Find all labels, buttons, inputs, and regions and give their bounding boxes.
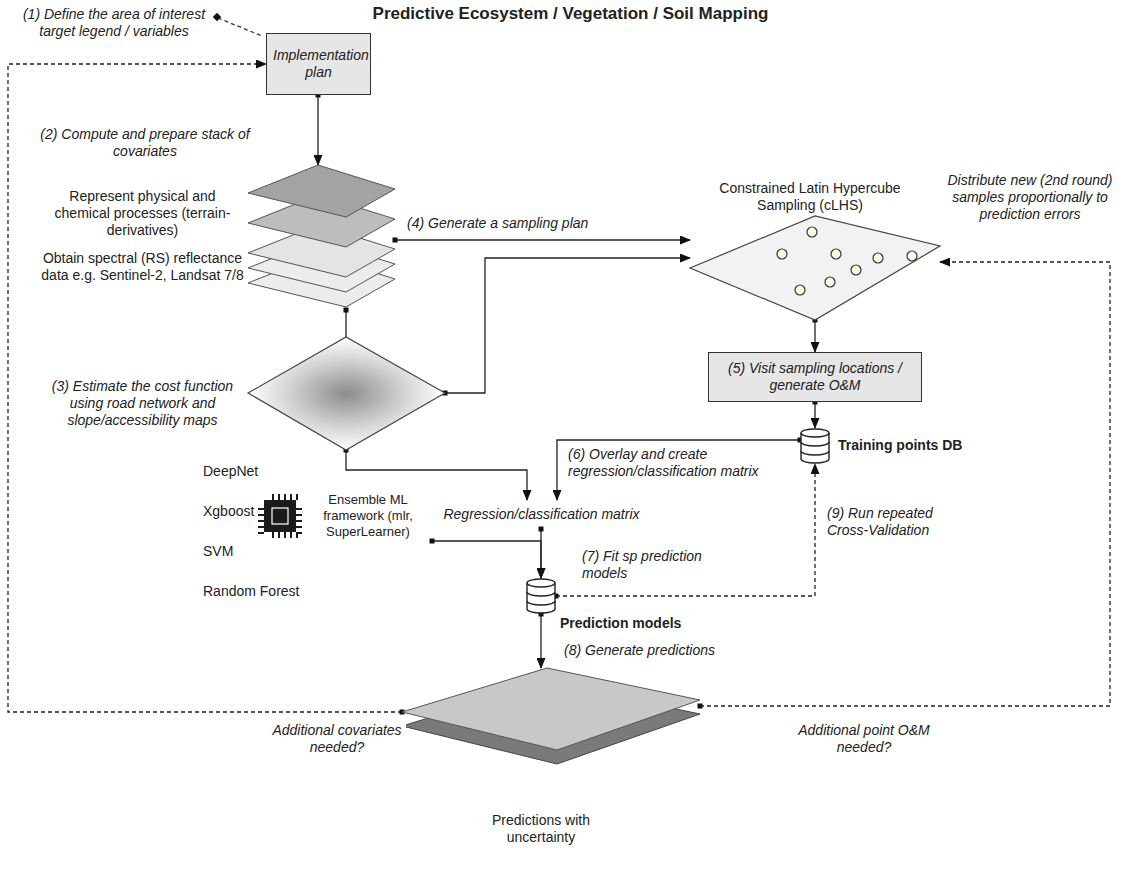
shape-part	[248, 165, 395, 217]
shape-part	[264, 500, 296, 532]
shape-part	[296, 532, 302, 534]
node-text: Prediction models	[560, 615, 700, 632]
stack-node: (2) Compute and prepare stack of covaria…	[248, 165, 395, 310]
shape-part	[807, 227, 817, 237]
connector	[540, 614, 541, 668]
model-name: DeepNet	[203, 463, 273, 480]
connector	[317, 95, 318, 165]
shape-part	[290, 532, 292, 538]
model-name: SVM	[203, 543, 253, 560]
node-text: Regression/classification matrix	[437, 506, 645, 523]
connector	[395, 239, 690, 240]
connector	[445, 258, 690, 393]
connector	[540, 529, 541, 578]
shape-part	[527, 592, 555, 605]
step-note: Distribute new (2nd round) samples propo…	[930, 172, 1130, 223]
connector	[345, 310, 346, 337]
model-name: Random Forest	[203, 583, 313, 600]
shape-part	[800, 428, 830, 464]
model-name: Xgboost	[203, 503, 258, 520]
chip-node: Ensemble ML framework (mlr, SuperLearner…	[258, 488, 432, 548]
connector	[814, 402, 815, 428]
shape-part	[284, 494, 286, 500]
shape-part	[527, 579, 555, 587]
shape-part	[831, 249, 841, 259]
dashed-connector	[700, 262, 1110, 706]
node-text: Predictions with uncertainty	[476, 812, 606, 846]
shape-part	[296, 508, 302, 510]
db-node: Training points DB	[800, 428, 830, 464]
shape-part	[258, 508, 264, 510]
shape-part	[278, 494, 280, 500]
shape-part	[801, 442, 829, 455]
connector-dot	[393, 238, 398, 243]
process-box: Implementation plan	[266, 33, 371, 95]
shape-part	[907, 251, 917, 261]
node-text: (5) Visit sampling locations / generate …	[709, 360, 921, 394]
text-node: Regression/classification matrix	[433, 500, 650, 529]
shape-part	[284, 532, 286, 538]
connector	[432, 541, 541, 578]
edge-label: (4) Generate a sampling plan	[405, 215, 619, 232]
shape-part	[272, 532, 274, 538]
shape-part	[801, 429, 829, 437]
shape-part	[690, 216, 940, 320]
shape-part	[248, 337, 445, 450]
edge-label: Additional covariates needed?	[268, 722, 406, 756]
db-node: Prediction models	[526, 578, 556, 614]
shape-part	[402, 668, 700, 768]
connector-dot	[430, 539, 435, 544]
shape-part	[825, 277, 835, 287]
shape-part	[690, 216, 940, 320]
node-text: Obtain spectral (RS) reflectance data e.…	[40, 250, 245, 284]
node-text: (3) Estimate the cost function using roa…	[40, 378, 245, 429]
shape-part	[296, 494, 298, 500]
clhs-node: Constrained Latin Hypercube Sampling (cL…	[690, 216, 940, 320]
shape-part	[402, 668, 700, 750]
node-text: Training points DB	[838, 437, 978, 454]
connector-dot	[698, 704, 703, 709]
shape-part	[278, 532, 280, 538]
cost-node: (3) Estimate the cost function using roa…	[248, 337, 445, 450]
process-box: (5) Visit sampling locations / generate …	[708, 352, 922, 402]
edge-label: Additional point O&M needed?	[792, 722, 936, 756]
edge-label: (6) Overlay and create regression/classi…	[566, 446, 785, 480]
leader-line	[218, 18, 262, 36]
shape-part	[290, 494, 292, 500]
node-text: Ensemble ML framework (mlr, SuperLearner…	[304, 492, 432, 540]
shape-part	[258, 532, 264, 534]
edge-label: (9) Run repeated Cross-Validation	[825, 505, 969, 539]
node-text: (2) Compute and prepare stack of covaria…	[40, 126, 250, 160]
shape-part	[526, 578, 556, 614]
pred-node: Predictions with uncertainty	[402, 668, 700, 768]
shape-part	[296, 514, 302, 516]
shape-part	[272, 508, 288, 524]
edge-label: (8) Generate predictions	[562, 642, 741, 659]
connector-dot	[344, 308, 349, 313]
connector-dot	[539, 527, 544, 532]
leader-dot	[213, 13, 221, 21]
shape-part	[258, 514, 264, 516]
shape-part	[296, 520, 302, 522]
connector	[814, 320, 815, 352]
shape-part	[873, 253, 883, 263]
node-text: Represent physical and chemical processe…	[40, 188, 245, 239]
shape-part	[795, 285, 805, 295]
edge-label: (7) Fit sp prediction models	[580, 548, 734, 582]
node-text: Implementation plan	[267, 47, 370, 81]
shape-part	[296, 526, 302, 528]
shape-part	[258, 520, 264, 522]
dashed-connector	[556, 464, 815, 596]
node-text: Constrained Latin Hypercube Sampling (cL…	[690, 180, 930, 214]
step-note: (1) Define the area of interest target l…	[14, 6, 214, 40]
shape-part	[248, 165, 395, 310]
connector	[557, 440, 800, 500]
shape-part	[777, 249, 787, 259]
shape-part	[258, 526, 264, 528]
shape-part	[272, 494, 274, 500]
shape-part	[248, 337, 445, 450]
shape-part	[851, 265, 861, 275]
